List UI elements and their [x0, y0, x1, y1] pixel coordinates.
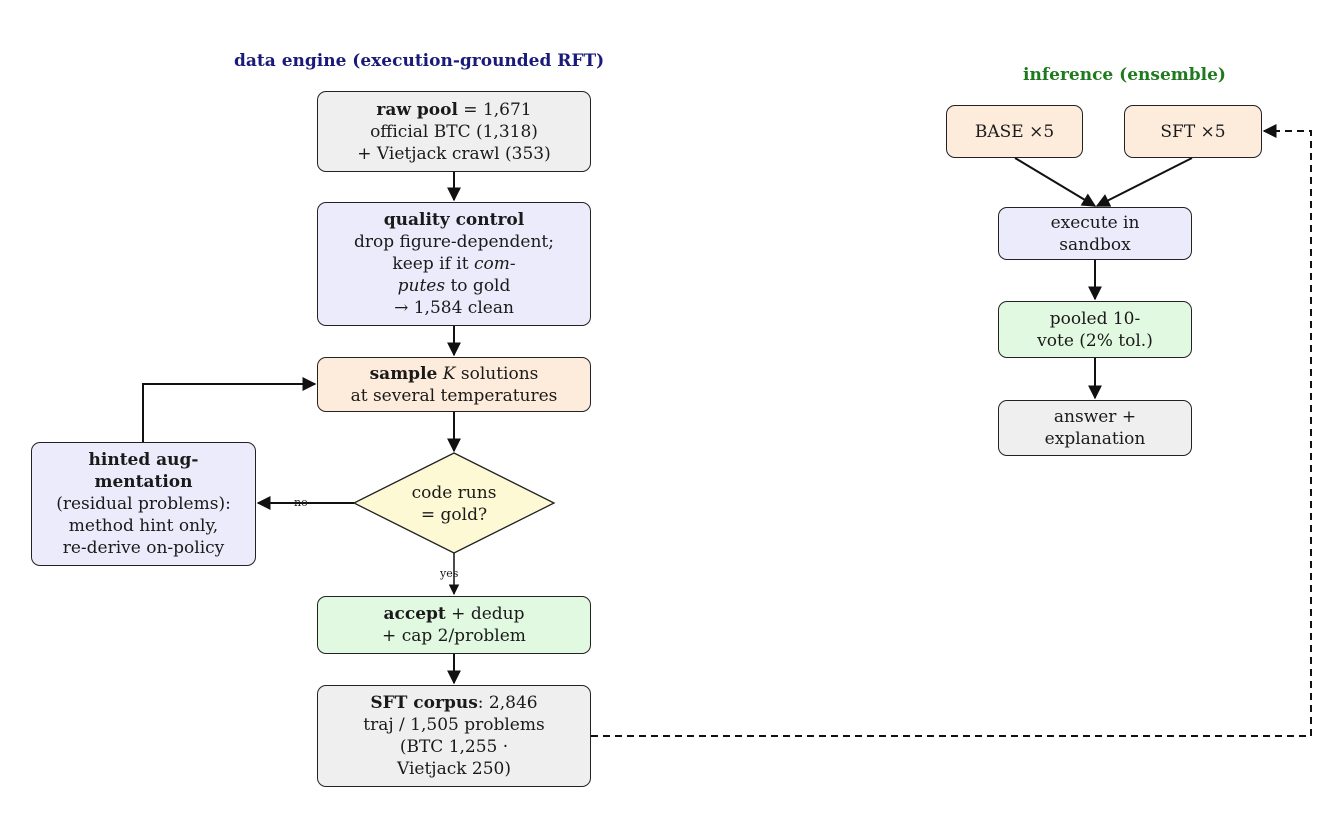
quality-control-computes-b: putes: [397, 276, 446, 296]
arrow-hinted-loop: [142, 377, 317, 442]
quality-control-title: quality control: [383, 210, 525, 230]
decision-diamond: [352, 452, 556, 554]
sample-title: sample: [369, 363, 438, 384]
accept-node: accept + dedup + cap 2/problem: [317, 596, 591, 654]
hinted-title-a: hinted aug-: [88, 450, 199, 470]
sft-ensemble-node: SFT ×5: [1124, 105, 1262, 158]
hinted-title-b: mentation: [94, 472, 193, 492]
sft-corpus-count: : 2,846: [477, 693, 538, 713]
hinted-method: method hint only,: [68, 516, 219, 536]
edge-label-yes: yes: [440, 567, 459, 580]
execute-sandbox-node: execute in sandbox: [998, 207, 1192, 260]
answer-node: answer + explanation: [998, 400, 1192, 456]
quality-control-drop: drop figure-dependent;: [354, 232, 554, 252]
sft-corpus-title: SFT corpus: [370, 693, 478, 713]
sft-corpus-node: SFT corpus: 2,846 traj / 1,505 problems …: [317, 685, 591, 787]
sft-ensemble-label: SFT ×5: [1160, 121, 1226, 142]
sample-k: K: [442, 363, 456, 384]
inference-title: inference (ensemble): [1023, 65, 1226, 85]
pooled-vote-node: pooled 10- vote (2% tol.): [998, 301, 1192, 358]
vote-line1: pooled 10-: [1049, 308, 1141, 329]
sft-corpus-problems: traj / 1,505 problems: [363, 715, 545, 735]
sample-temperatures: at several temperatures: [350, 385, 558, 406]
execute-line1: execute in: [1050, 212, 1140, 233]
answer-line2: explanation: [1044, 429, 1146, 449]
execute-line2: sandbox: [1059, 234, 1131, 255]
decision-line2: = gold?: [420, 505, 488, 525]
sample-node: sample K solutions at several temperatur…: [317, 357, 591, 412]
quality-control-computes-a: com-: [473, 254, 516, 274]
arrow-sft-to-inference: [591, 124, 1312, 737]
raw-pool-node: raw pool = 1,671 official BTC (1,318) + …: [317, 91, 591, 172]
base-ensemble-node: BASE ×5: [946, 105, 1083, 158]
quality-control-keep: keep if it: [392, 254, 474, 274]
accept-title: accept: [383, 604, 446, 624]
edge-label-no: no: [294, 496, 308, 509]
arrow-base-to-execute: [1014, 157, 1097, 207]
raw-pool-crawl: + Vietjack crawl (353): [357, 143, 551, 164]
hinted-augmentation-node: hinted aug- mentation (residual problems…: [31, 442, 256, 566]
accept-dedup: + dedup: [445, 604, 525, 624]
base-ensemble-label: BASE ×5: [974, 121, 1055, 142]
hinted-rederive: re-derive on-policy: [62, 538, 225, 558]
raw-pool-official: official BTC (1,318): [370, 121, 538, 142]
quality-control-to-gold: to gold: [445, 276, 511, 296]
decision-label: code runs = gold?: [354, 482, 554, 526]
decision-line1: code runs: [411, 483, 497, 503]
answer-line1: answer +: [1053, 407, 1137, 427]
accept-cap: + cap 2/problem: [382, 626, 526, 646]
quality-control-node: quality control drop figure-dependent; k…: [317, 202, 591, 326]
hinted-residual: (residual problems):: [56, 494, 231, 514]
sft-corpus-vietjack: Vietjack 250): [396, 759, 512, 779]
sft-corpus-btc: (BTC 1,255 ·: [399, 737, 509, 757]
arrow-sft-to-execute: [1095, 157, 1193, 207]
vote-line2: vote (2% tol.): [1037, 330, 1153, 351]
raw-pool-count: = 1,671: [457, 99, 532, 120]
data-engine-title: data engine (execution-grounded RFT): [234, 51, 605, 71]
raw-pool-title: raw pool: [376, 99, 458, 120]
sample-solutions: solutions: [455, 363, 539, 384]
quality-control-clean: → 1,584 clean: [394, 298, 514, 318]
